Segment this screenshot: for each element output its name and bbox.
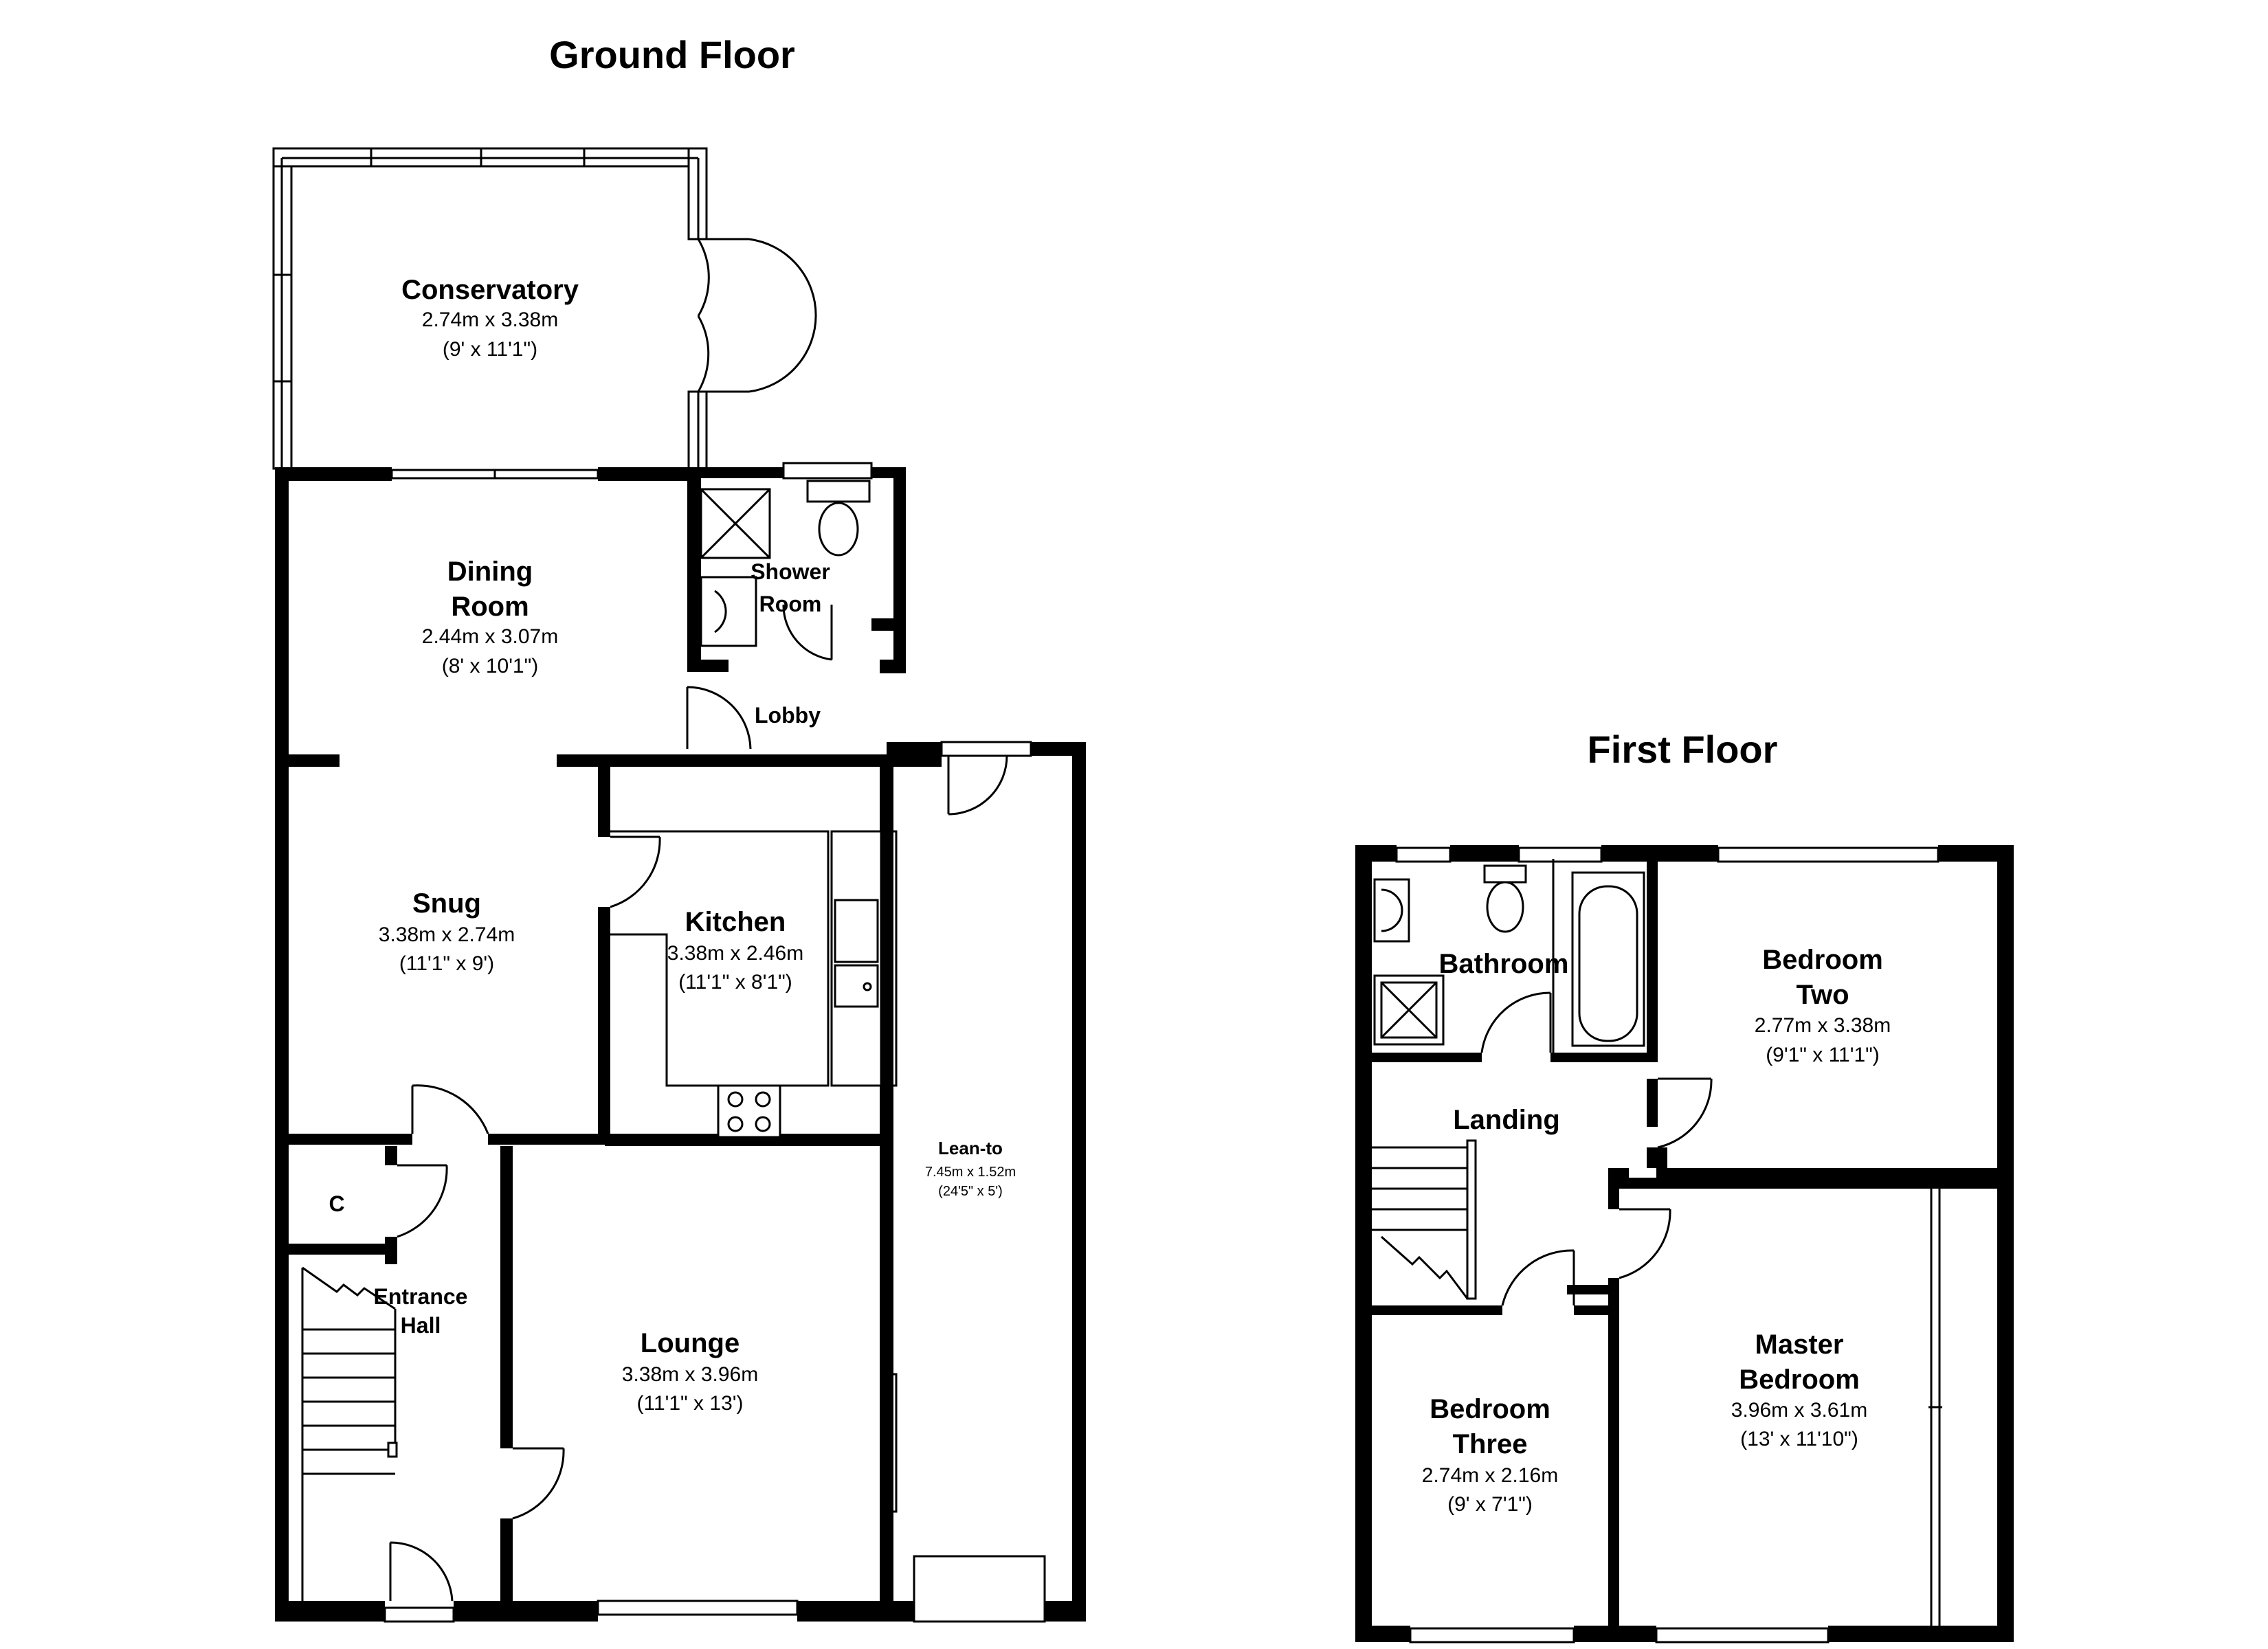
conservatory-french-doors — [697, 238, 817, 393]
conservatory-glazing — [272, 147, 708, 470]
room-name: C — [329, 1191, 344, 1216]
room-imperial: (13' x 11'10") — [1740, 1428, 1858, 1450]
room-name: Conservatory — [401, 275, 579, 305]
room-conservatory: Conservatory 2.74m x 3.38m (9' x 11'1") — [401, 275, 579, 361]
room-name: Bedroom — [1430, 1394, 1550, 1424]
ground-exterior-walls — [275, 467, 1086, 1622]
room-lean-to: Lean-to 7.45m x 1.52m (24'5" x 5') — [925, 1138, 1016, 1199]
ground-interior-walls — [289, 660, 893, 1615]
room-dining: Dining Room 2.44m x 3.07m (8' x 10'1") — [422, 557, 558, 677]
room-lobby: Lobby — [755, 703, 821, 728]
room-metric: 2.74m x 3.38m — [422, 309, 558, 331]
room-name: Lean-to — [938, 1138, 1003, 1158]
room-name: Entrance — [374, 1284, 468, 1309]
room-metric: 3.38m x 2.46m — [667, 942, 803, 965]
room-bathroom: Bathroom — [1439, 949, 1569, 979]
room-metric: 2.77m x 3.38m — [1755, 1014, 1891, 1037]
first-interior-walls — [1372, 852, 2007, 1635]
room-metric: 2.74m x 2.16m — [1422, 1464, 1558, 1487]
ground-staircase — [301, 1266, 398, 1601]
room-name: Bedroom — [1762, 945, 1883, 975]
room-name: Shower — [751, 559, 830, 584]
room-imperial: (8' x 10'1") — [442, 655, 539, 677]
room-metric: 3.96m x 3.61m — [1731, 1399, 1867, 1422]
room-name: Room — [451, 592, 529, 622]
room-name: Three — [1453, 1429, 1528, 1459]
room-entrance-hall: Entrance Hall — [374, 1284, 468, 1338]
room-metric: 3.38m x 2.74m — [379, 923, 515, 946]
first-staircase — [1372, 1139, 1477, 1300]
room-master-bedroom: Master Bedroom 3.96m x 3.61m (13' x 11'1… — [1731, 1330, 1867, 1450]
room-snug: Snug 3.38m x 2.74m (11'1" x 9') — [379, 888, 515, 975]
first-floor-plan — [1355, 845, 2014, 1644]
ground-floor-title: Ground Floor — [549, 33, 795, 76]
room-kitchen: Kitchen 3.38m x 2.46m (11'1" x 8'1") — [667, 907, 803, 994]
room-shower: Shower Room — [751, 559, 830, 616]
ground-doors — [389, 604, 1008, 1602]
room-name: Bedroom — [1739, 1365, 1860, 1395]
bathroom-fixtures — [1373, 859, 1645, 1053]
room-name: Dining — [447, 557, 533, 587]
room-imperial: (11'1" x 9') — [399, 952, 494, 975]
room-landing: Landing — [1453, 1105, 1560, 1135]
room-cupboard: C — [329, 1191, 344, 1216]
room-imperial: (9' x 7'1") — [1447, 1493, 1533, 1516]
room-name: Two — [1796, 980, 1849, 1010]
room-imperial: (24'5" x 5') — [938, 1184, 1003, 1199]
room-name: Room — [759, 592, 822, 616]
ground-floor-plan — [272, 147, 1086, 1623]
kitchen-units — [610, 830, 882, 1138]
room-imperial: (11'1" x 8'1") — [678, 971, 792, 994]
room-metric: 7.45m x 1.52m — [925, 1165, 1016, 1180]
shower-room-fixtures — [700, 480, 899, 672]
room-imperial: (9'1" x 11'1") — [1766, 1044, 1880, 1066]
room-imperial: (9' x 11'1") — [443, 338, 537, 361]
room-name: Lounge — [641, 1328, 740, 1358]
room-name: Snug — [412, 888, 481, 919]
room-metric: 2.44m x 3.07m — [422, 625, 558, 648]
room-bedroom-three: Bedroom Three 2.74m x 2.16m (9' x 7'1") — [1422, 1394, 1558, 1516]
room-name: Master — [1755, 1330, 1844, 1360]
first-floor-title: First Floor — [1588, 728, 1778, 771]
room-name: Landing — [1453, 1105, 1560, 1135]
room-metric: 3.38m x 3.96m — [622, 1363, 758, 1386]
room-name: Kitchen — [685, 907, 786, 937]
room-bedroom-two: Bedroom Two 2.77m x 3.38m (9'1" x 11'1") — [1755, 945, 1891, 1066]
first-doors — [1480, 991, 1942, 1626]
room-imperial: (11'1" x 13') — [637, 1392, 744, 1415]
first-exterior-walls — [1355, 845, 2014, 1642]
room-lounge: Lounge 3.38m x 3.96m (11'1" x 13') — [622, 1328, 758, 1415]
room-name: Bathroom — [1439, 949, 1569, 979]
room-name: Lobby — [755, 703, 821, 728]
room-name: Hall — [401, 1313, 441, 1338]
first-windows — [1395, 846, 1939, 1644]
